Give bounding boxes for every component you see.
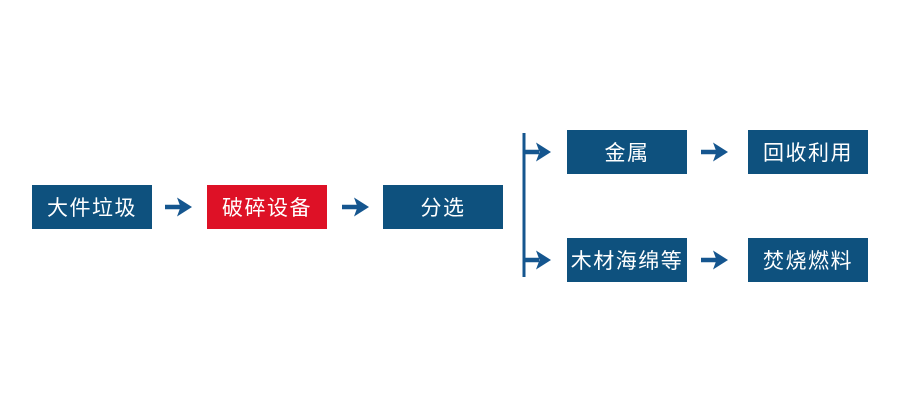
node-incineration-fuel: 焚烧燃料 [748, 238, 868, 282]
arrow-right-icon [701, 250, 728, 270]
node-recycling: 回收利用 [748, 130, 868, 174]
node-crushing-equipment: 破碎设备 [207, 185, 327, 229]
node-wood-sponge: 木材海绵等 [567, 238, 687, 282]
node-bulky-waste: 大件垃圾 [32, 185, 152, 229]
branch-bracket-icon [522, 133, 551, 277]
arrow-right-icon [165, 197, 192, 217]
node-metal: 金属 [567, 130, 687, 174]
node-sorting: 分选 [383, 185, 503, 229]
arrow-right-icon [701, 142, 728, 162]
arrow-right-icon [342, 197, 369, 217]
